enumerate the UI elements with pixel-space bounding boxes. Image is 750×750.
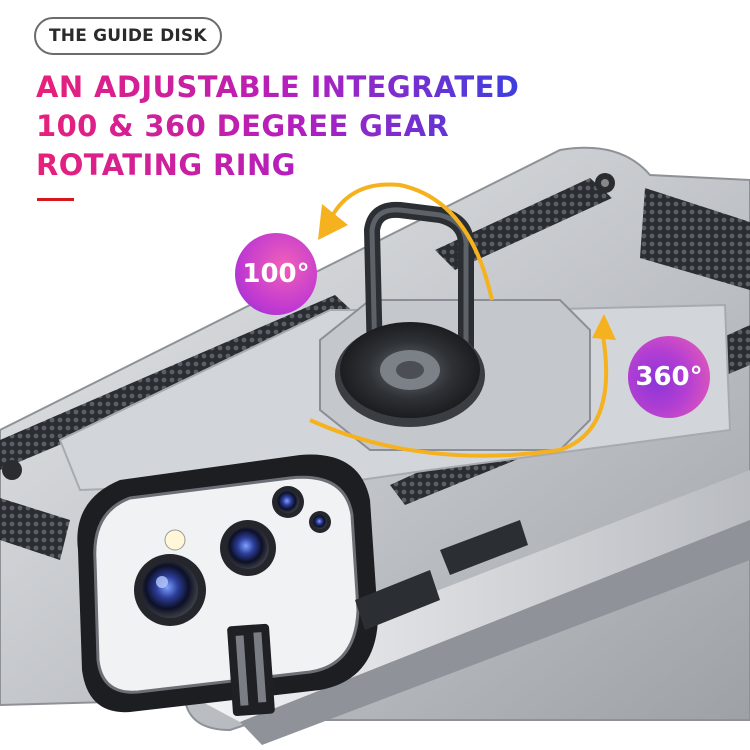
tilt-angle-badge: 100°	[235, 233, 317, 315]
headline-line-3: ROTATING RING	[36, 146, 519, 185]
headline: AN ADJUSTABLE INTEGRATED 100 & 360 DEGRE…	[36, 68, 519, 185]
guide-disk-tag: THE GUIDE DISK	[34, 17, 222, 55]
accent-line	[37, 198, 74, 201]
rotation-angle-badge: 360°	[628, 336, 710, 418]
headline-line-2: 100 & 360 DEGREE GEAR	[36, 107, 519, 146]
headline-line-1: AN ADJUSTABLE INTEGRATED	[36, 68, 519, 107]
